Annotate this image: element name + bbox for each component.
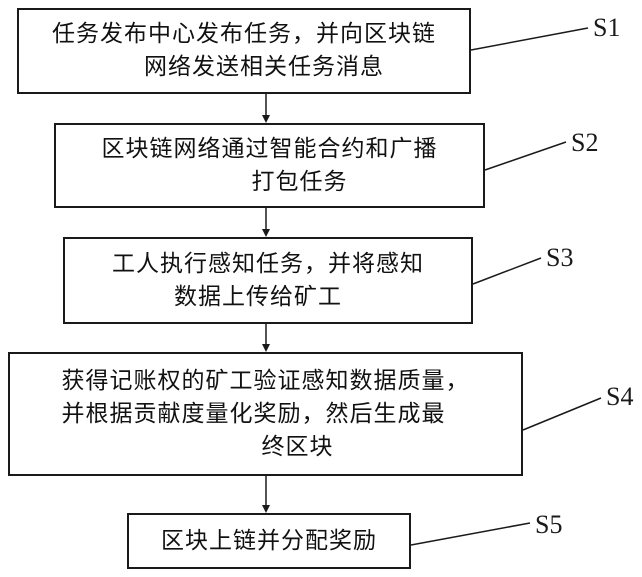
step-s1-line-1: 任务发布中心发布任务，并向区块链 [52, 18, 436, 51]
step-s3-line-2: 数据上传给矿工 [112, 281, 424, 314]
step-text-s2: 区块链网络通过智能合约和广播 打包任务 [102, 133, 438, 199]
step-s4-line-1: 获得记账权的矿工验证感知数据质量， [62, 365, 470, 398]
step-box-s5: 区块上链并分配奖励 [127, 513, 411, 569]
step-s3-line-1: 工人执行感知任务，并将感知 [112, 248, 424, 281]
step-text-s5: 区块上链并分配奖励 [161, 525, 377, 558]
step-text-s4: 获得记账权的矿工验证感知数据质量， 并根据贡献度量化奖励，然后生成最 终区块 [62, 365, 470, 464]
leader-line-s3 [473, 258, 541, 284]
step-box-s4: 获得记账权的矿工验证感知数据质量， 并根据贡献度量化奖励，然后生成最 终区块 [8, 352, 523, 476]
leader-line-s1 [471, 28, 588, 50]
step-label-s3: S3 [546, 245, 573, 271]
step-s2-line-1: 区块链网络通过智能合约和广播 [102, 133, 438, 166]
step-text-s3: 工人执行感知任务，并将感知 数据上传给矿工 [112, 248, 424, 314]
step-s2-line-2: 打包任务 [102, 166, 438, 199]
step-s5-line-1: 区块上链并分配奖励 [161, 525, 377, 558]
step-box-s3: 工人执行感知任务，并将感知 数据上传给矿工 [63, 237, 473, 324]
step-s4-line-2: 并根据贡献度量化奖励，然后生成最 [62, 398, 470, 431]
step-s4-line-3: 终区块 [62, 431, 470, 464]
step-label-s2: S2 [571, 130, 598, 156]
step-box-s2: 区块链网络通过智能合约和广播 打包任务 [54, 123, 485, 208]
step-text-s1: 任务发布中心发布任务，并向区块链 网络发送相关任务消息 [52, 18, 436, 84]
step-label-s5: S5 [535, 512, 562, 538]
leader-line-s4 [523, 398, 601, 430]
leader-line-s5 [411, 523, 530, 545]
step-label-s4: S4 [606, 384, 633, 410]
step-label-s1: S1 [593, 15, 620, 41]
step-box-s1: 任务发布中心发布任务，并向区块链 网络发送相关任务消息 [17, 8, 471, 94]
step-s1-line-2: 网络发送相关任务消息 [52, 51, 436, 84]
leader-line-s2 [485, 142, 566, 170]
